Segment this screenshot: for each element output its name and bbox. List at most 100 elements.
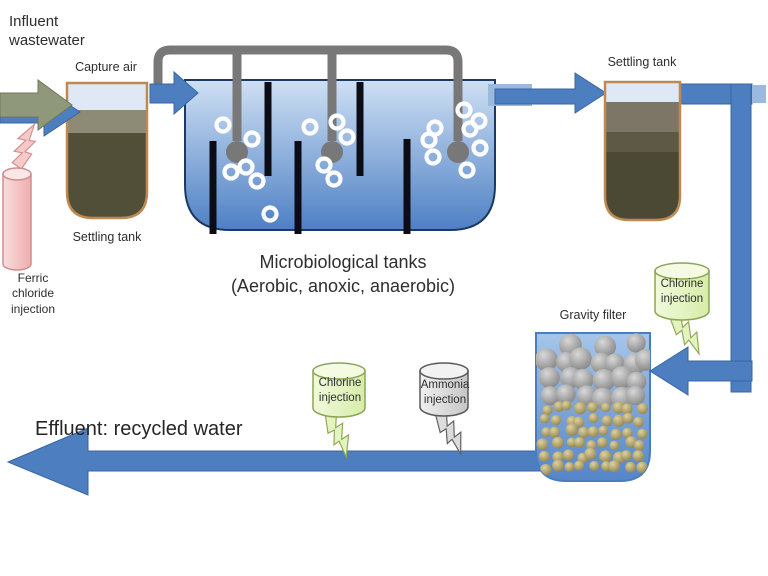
filter-sphere-sand — [588, 413, 599, 424]
filter-sphere-sand — [536, 438, 549, 451]
filter-sphere-gray — [569, 347, 592, 370]
filter-sphere-sand — [608, 460, 621, 473]
filter-sphere-gray — [592, 369, 616, 392]
filter-sphere-gray — [625, 385, 646, 406]
flow-arrow-to-settling2 — [494, 72, 607, 114]
filter-sphere-sand — [550, 414, 562, 426]
aeration-bubbles — [214, 101, 489, 223]
filter-sphere-sand — [587, 402, 598, 413]
filter-sphere-sand — [599, 450, 612, 463]
filter-sphere-gray — [536, 348, 558, 372]
filter-sphere-sand — [566, 437, 577, 448]
filter-sphere-sand — [565, 423, 578, 436]
filter-sphere-sand — [538, 450, 550, 462]
bubble — [301, 118, 319, 136]
air-diffuser — [447, 141, 469, 163]
filter-sphere-gray — [572, 368, 594, 391]
filter-sphere-sand — [549, 426, 560, 438]
filter-sphere-sand — [621, 403, 633, 415]
filter-sphere-sand — [577, 426, 590, 439]
filter-sphere-sand — [622, 412, 634, 424]
ferric-chloride-label: Ferric chloride injection — [10, 271, 56, 316]
filter-sphere-sand — [598, 425, 609, 436]
filter-sphere-gray — [538, 367, 560, 389]
filter-sphere-sand — [597, 437, 608, 448]
filter-sphere-sand — [552, 451, 564, 463]
filter-sphere-sand — [601, 415, 613, 427]
bubble — [458, 161, 476, 179]
filter-sphere-sand — [542, 405, 553, 416]
air-diffuser — [226, 141, 248, 163]
bubble — [214, 116, 232, 134]
tank-baffles — [209, 82, 411, 234]
filter-sphere-sand — [610, 428, 622, 441]
filter-sphere-sand — [574, 436, 585, 448]
bubble — [315, 156, 333, 174]
filter-sphere-gray — [626, 333, 646, 353]
filter-sphere-sand — [539, 413, 550, 424]
filter-sphere-sand — [587, 426, 599, 438]
filter-sphere-sand — [584, 447, 597, 460]
settling-tank-2 — [603, 80, 682, 222]
bubble — [237, 158, 255, 176]
filter-sphere-sand — [637, 403, 649, 415]
bubble — [222, 163, 240, 181]
filter-sphere-sand — [637, 428, 648, 440]
filter-sphere-sand — [589, 460, 600, 471]
filter-sphere-gray — [540, 386, 560, 406]
filter-sphere-sand — [541, 427, 552, 437]
bubble — [424, 148, 442, 166]
bubble — [471, 139, 489, 157]
filter-sphere-sand — [600, 402, 611, 413]
gravity-filter-tank — [535, 332, 651, 482]
filter-sphere-sand — [551, 436, 564, 449]
bubble — [461, 120, 479, 138]
chlorine-injection-bottom-label: Chlorine injection — [318, 377, 362, 404]
settling-tank-1-label: Settling tank — [72, 230, 142, 244]
bubble — [338, 128, 356, 146]
filter-sphere-sand — [632, 450, 644, 462]
filter-sphere-sand — [561, 400, 572, 411]
filter-sphere-sand — [553, 401, 565, 412]
influent-label: Influent wastewater — [9, 13, 85, 50]
filter-sphere-gray — [590, 352, 612, 374]
microbiological-tanks-label: Microbiological tanks (Aerobic, anoxic, … — [195, 251, 491, 299]
chlorine-injection-right-label: Chlorine injection — [660, 278, 704, 305]
filter-sphere-sand — [633, 416, 644, 428]
ammonia-injection-label: Ammonia injection — [420, 379, 470, 406]
filter-media — [536, 333, 650, 476]
filter-sphere-sand — [552, 459, 564, 472]
filter-sphere-sand — [636, 461, 648, 474]
filter-sphere-sand — [625, 461, 636, 473]
filter-sphere-gray — [576, 385, 597, 406]
gravity-filter-label: Gravity filter — [559, 308, 627, 322]
filter-sphere-gray — [634, 349, 650, 371]
filter-sphere-sand — [622, 427, 633, 439]
filter-sphere-sand — [573, 460, 585, 471]
chlorine-cylinder-bottom — [312, 362, 366, 461]
settling-tank-2-label: Settling tank — [607, 55, 677, 69]
microbio-label-line1: Microbiological tanks — [259, 252, 427, 272]
chlorine-cylinder-right — [654, 262, 710, 360]
filter-sphere-sand — [633, 440, 645, 451]
flow-arrow-to-filter — [649, 346, 753, 396]
filter-sphere-gray — [626, 371, 647, 392]
bubble — [248, 172, 266, 190]
microbio-label-line2: (Aerobic, anoxic, anaerobic) — [230, 275, 456, 296]
filter-sphere-sand — [612, 414, 625, 427]
flow-arrow-to-microbio — [149, 70, 199, 116]
bubble — [325, 170, 343, 188]
filter-sphere-gray — [556, 384, 576, 404]
ammonia-cylinder — [419, 362, 470, 459]
ferric-chloride-cylinder — [2, 119, 45, 271]
bubble — [261, 205, 279, 223]
filter-sphere-sand — [573, 402, 587, 415]
filter-sphere-gray — [594, 335, 617, 358]
filter-sphere-sand — [586, 440, 597, 451]
bubble — [420, 131, 438, 149]
filter-sphere-sand — [562, 449, 575, 461]
filter-sphere-sand — [564, 462, 575, 473]
bubble — [455, 101, 473, 119]
